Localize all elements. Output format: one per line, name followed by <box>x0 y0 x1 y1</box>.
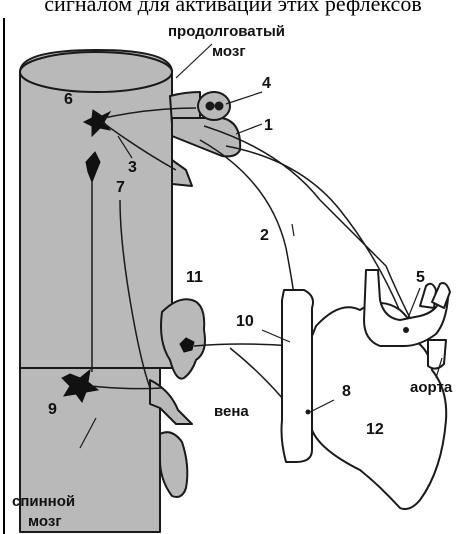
aorta-arch <box>364 270 448 346</box>
medulla-label-line2: мозг <box>212 44 246 59</box>
pointer-2 <box>292 224 294 236</box>
aorta-label: аорта <box>410 380 452 395</box>
label-number-3: 3 <box>128 160 137 176</box>
fiber-11-to-10 <box>194 344 292 346</box>
label-number-2: 2 <box>260 228 269 244</box>
spinal-cord-label-line1: спинной <box>12 494 75 509</box>
label-number-10: 10 <box>236 314 254 330</box>
vein-vessel <box>282 290 314 462</box>
medulla-label-line1: продолговатый <box>168 24 285 39</box>
aorta-branch-a <box>420 284 436 308</box>
aorta-descending <box>428 340 446 369</box>
label-number-7: 7 <box>116 180 125 196</box>
pointer-5 <box>408 288 420 318</box>
label-number-5: 5 <box>416 270 425 286</box>
sympathetic-branch <box>172 160 192 186</box>
label-number-11: 11 <box>186 270 203 286</box>
spinal-cord <box>20 50 172 368</box>
label-number-9: 9 <box>48 402 57 418</box>
label-number-12: 12 <box>366 422 384 438</box>
spinal-cord-label-line2: мозг <box>28 514 62 529</box>
ganglion-4 <box>198 92 230 120</box>
spinal-cord-top <box>20 52 172 92</box>
label-number-8: 8 <box>342 384 351 400</box>
receptor-8 <box>306 410 311 415</box>
receptor-5 <box>403 327 409 333</box>
pointer-1 <box>236 124 262 134</box>
pointer-medulla <box>176 44 212 78</box>
pointer-4 <box>226 92 262 104</box>
vein-label: вена <box>214 404 249 419</box>
nerve-trunk-1 <box>172 118 240 156</box>
sympathetic-trunk-lower <box>160 432 187 497</box>
label-number-4: 4 <box>262 76 271 92</box>
label-number-6: 6 <box>64 92 73 108</box>
label-number-1: 1 <box>264 118 273 134</box>
